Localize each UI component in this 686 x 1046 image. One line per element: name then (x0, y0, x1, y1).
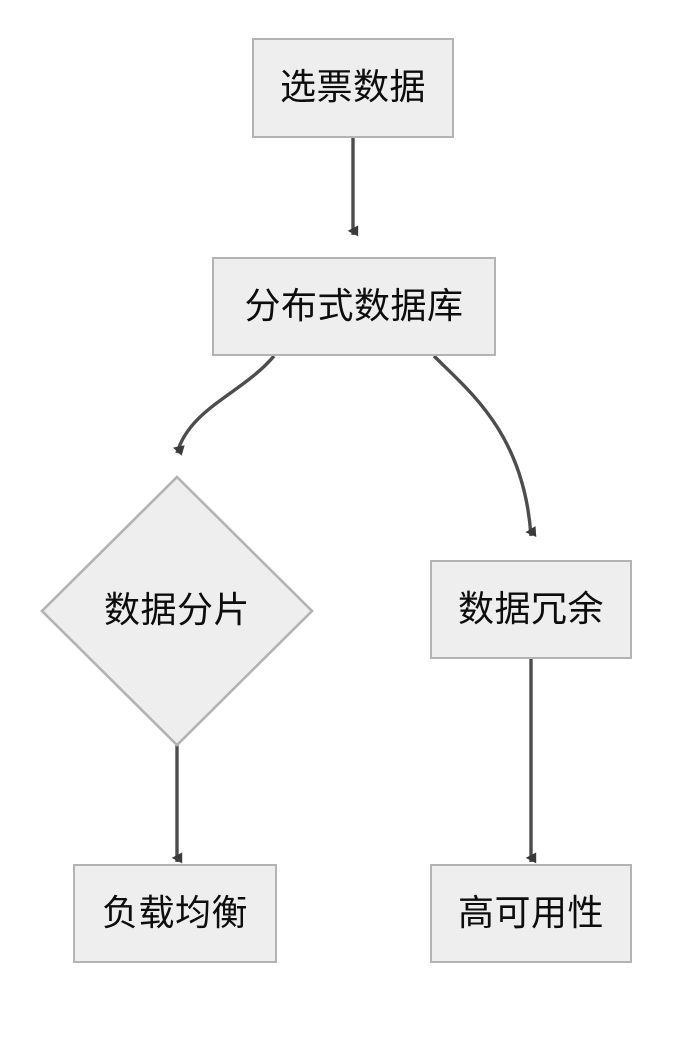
node-ballot-data-label: 选票数据 (279, 67, 426, 108)
node-data-redundancy-label: 数据冗余 (457, 588, 604, 630)
diamond-label-holder: 数据分片 (40, 475, 314, 747)
node-distributed-database[interactable]: 分布式数据库 (212, 257, 496, 356)
node-load-balancing-label: 负载均衡 (101, 892, 248, 934)
node-high-availability-label: 高可用性 (457, 892, 604, 934)
node-data-sharding[interactable]: 数据分片 (40, 475, 314, 747)
diamond-shape (40, 475, 314, 747)
node-high-availability[interactable]: 高可用性 (430, 864, 632, 963)
edge-distributed-database-to-data-sharding (173, 354, 276, 456)
node-data-sharding-label: 数据分片 (103, 590, 250, 631)
node-ballot-data[interactable]: 选票数据 (252, 38, 454, 138)
edge-distributed-database-to-data-redundancy (432, 354, 537, 538)
node-distributed-database-label: 分布式数据库 (244, 285, 464, 327)
node-load-balancing[interactable]: 负载均衡 (73, 864, 277, 963)
node-data-redundancy[interactable]: 数据冗余 (430, 560, 632, 659)
